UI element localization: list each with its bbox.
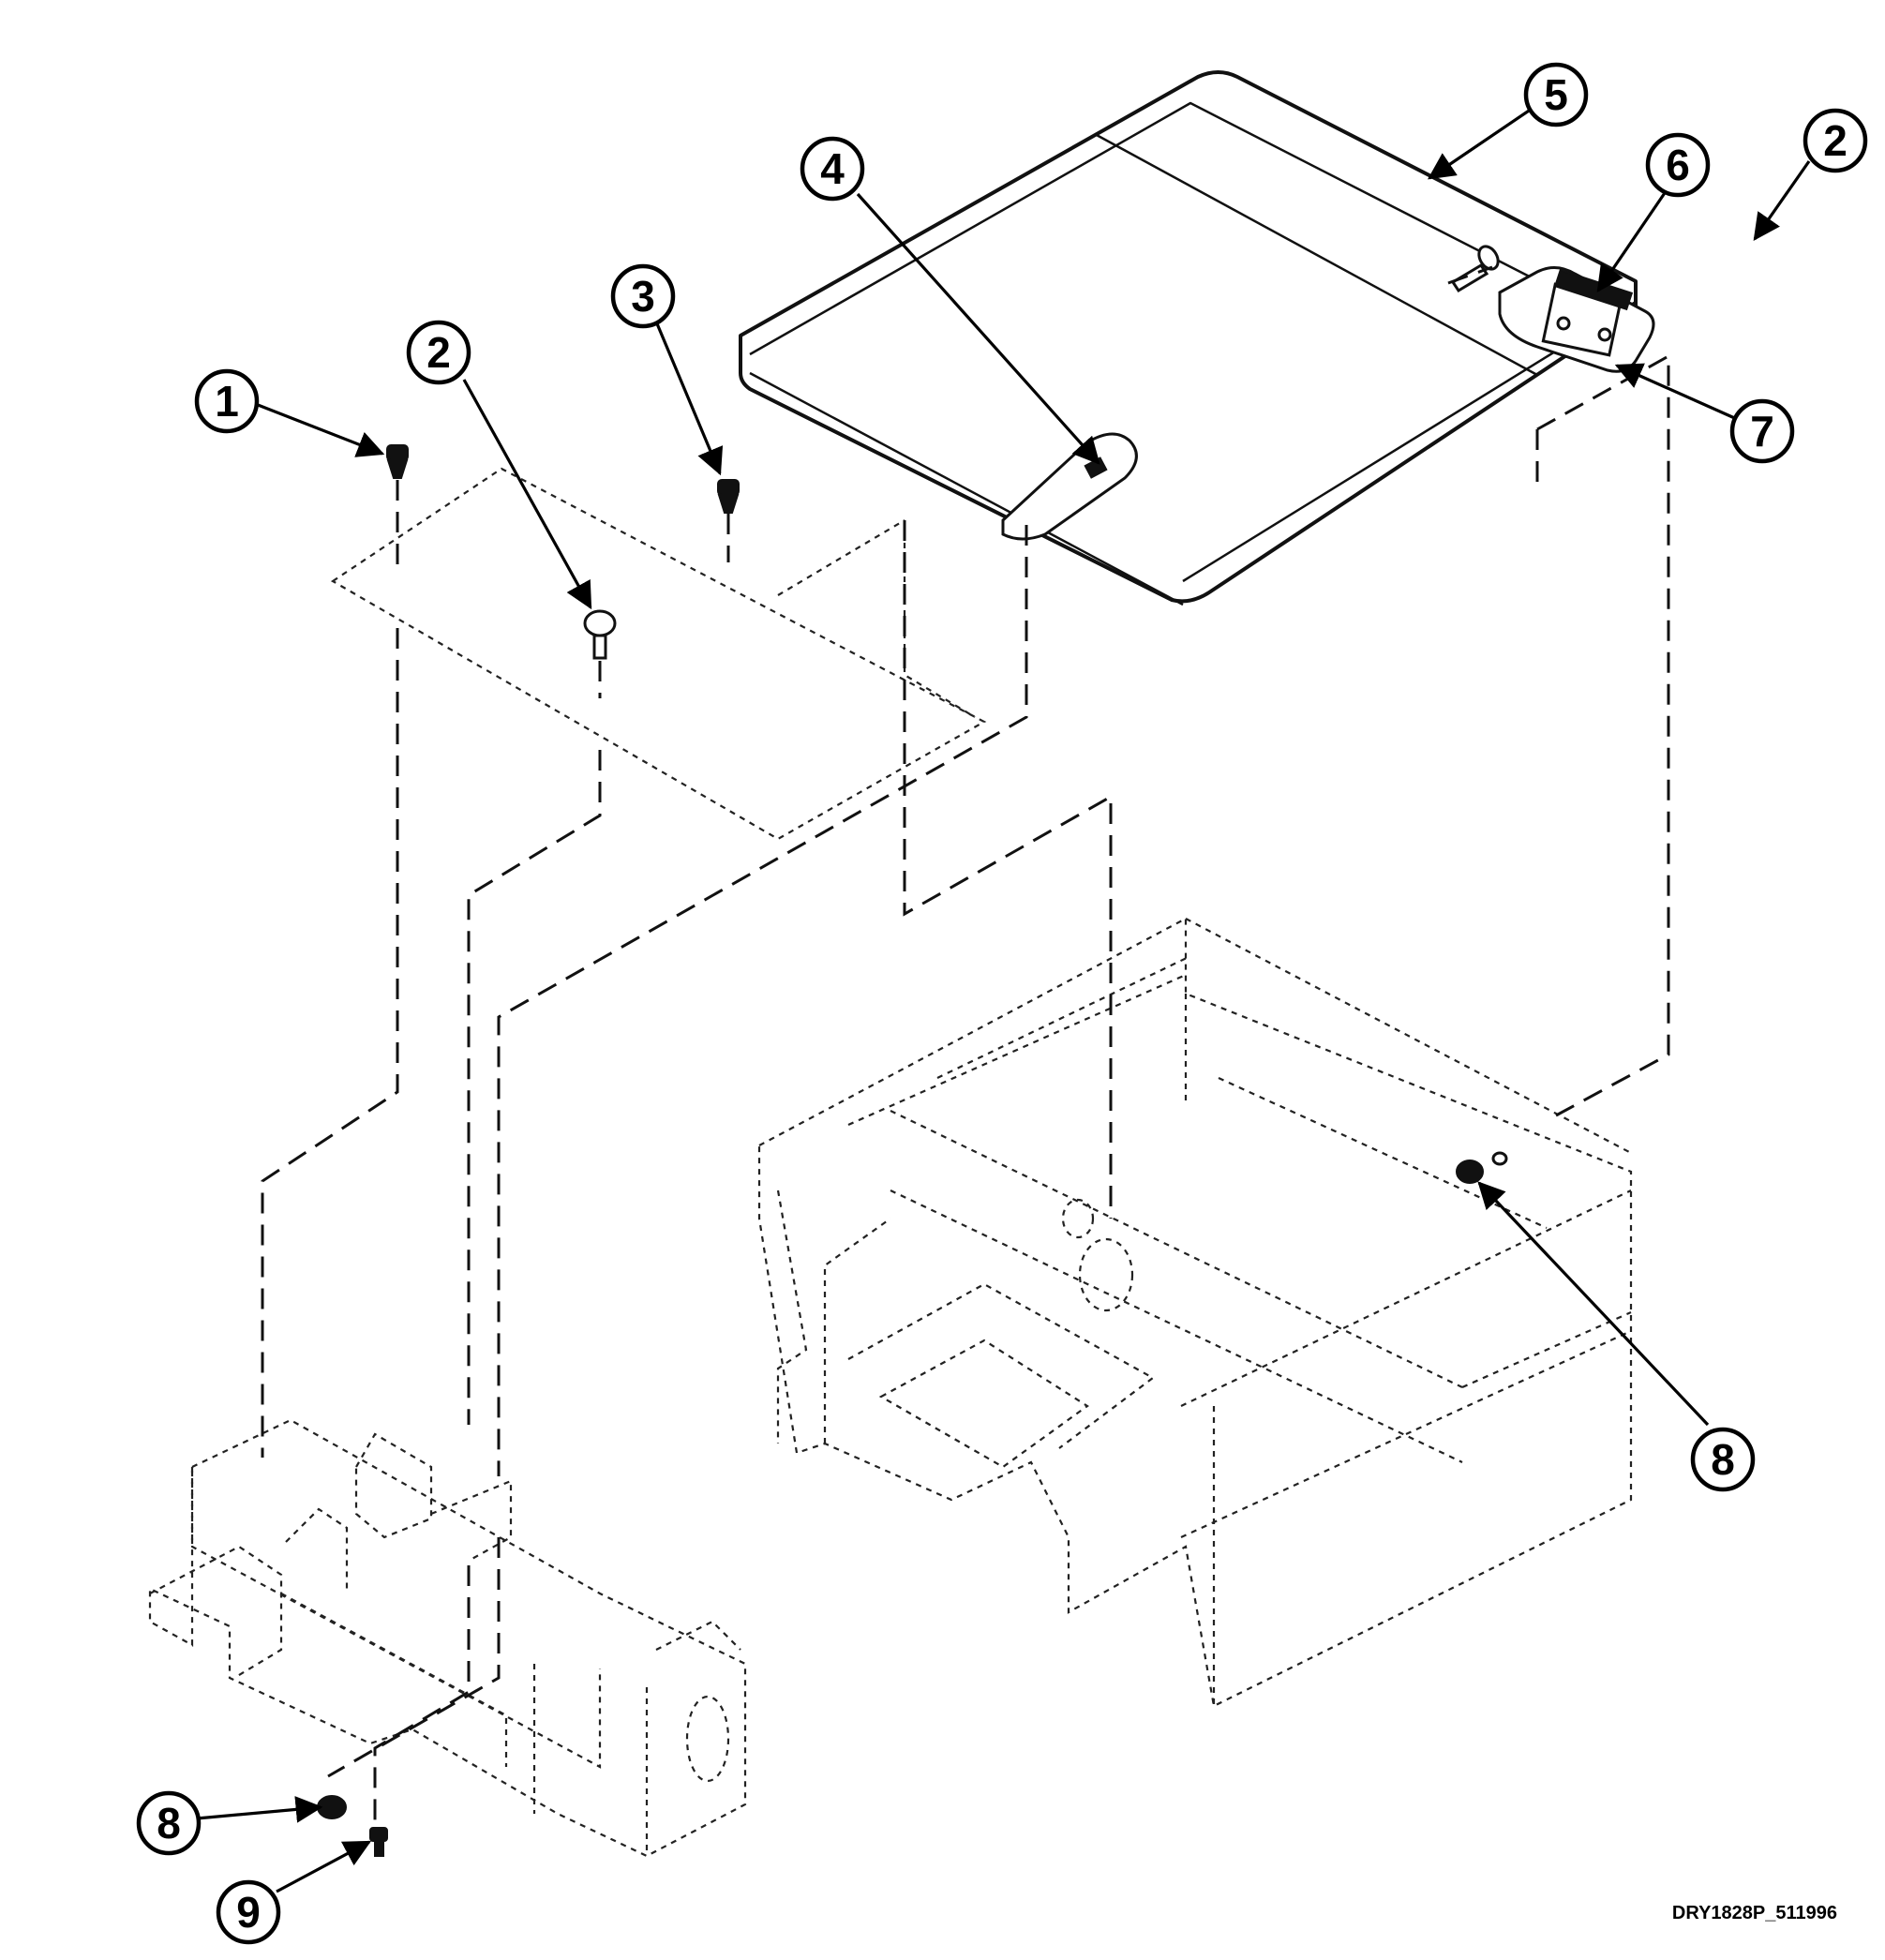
callout-4: 4 — [800, 136, 865, 202]
svg-text:2: 2 — [426, 328, 451, 377]
alignment-lines — [261, 265, 1670, 1828]
screw-part-3 — [717, 479, 740, 514]
svg-text:1: 1 — [215, 377, 239, 426]
lower-front-panel-phantom — [330, 467, 987, 841]
callout-5: 5 — [1523, 62, 1589, 127]
callout-9: 9 — [216, 1879, 281, 1945]
top-lid-panel — [739, 70, 1638, 606]
door-latch — [1001, 432, 1138, 541]
callout-1: 1 — [194, 368, 260, 434]
drawing-code-label: DRY1828P_511996 — [1672, 1903, 1837, 1923]
callout-6: 6 — [1645, 132, 1711, 198]
svg-text:6: 6 — [1666, 141, 1690, 189]
svg-text:9: 9 — [236, 1888, 261, 1937]
nut-part-8-right — [1456, 1151, 1508, 1184]
nut-part-8-left — [317, 1795, 347, 1819]
svg-text:2: 2 — [1823, 116, 1848, 165]
svg-text:5: 5 — [1544, 70, 1568, 119]
screw-part-1 — [386, 444, 409, 479]
front-toe-rail-phantom — [148, 1418, 747, 1858]
callout-8-left: 8 — [136, 1790, 202, 1856]
bolt-part-2-left — [583, 609, 617, 660]
callout-7: 7 — [1729, 398, 1795, 464]
callout-2-right: 2 — [1803, 108, 1868, 173]
callout-8-right: 8 — [1690, 1427, 1756, 1492]
dryer-base-frame-phantom — [757, 917, 1633, 1708]
hinge-assembly — [1498, 266, 1655, 373]
svg-text:8: 8 — [1711, 1435, 1735, 1484]
svg-text:3: 3 — [631, 272, 655, 321]
bolt-part-9 — [369, 1827, 388, 1857]
svg-text:8: 8 — [157, 1799, 181, 1848]
svg-text:7: 7 — [1750, 407, 1774, 456]
callout-2-left: 2 — [406, 320, 471, 385]
svg-text:4: 4 — [820, 144, 845, 193]
leader-lines — [196, 103, 1811, 1893]
callout-3: 3 — [610, 263, 676, 329]
